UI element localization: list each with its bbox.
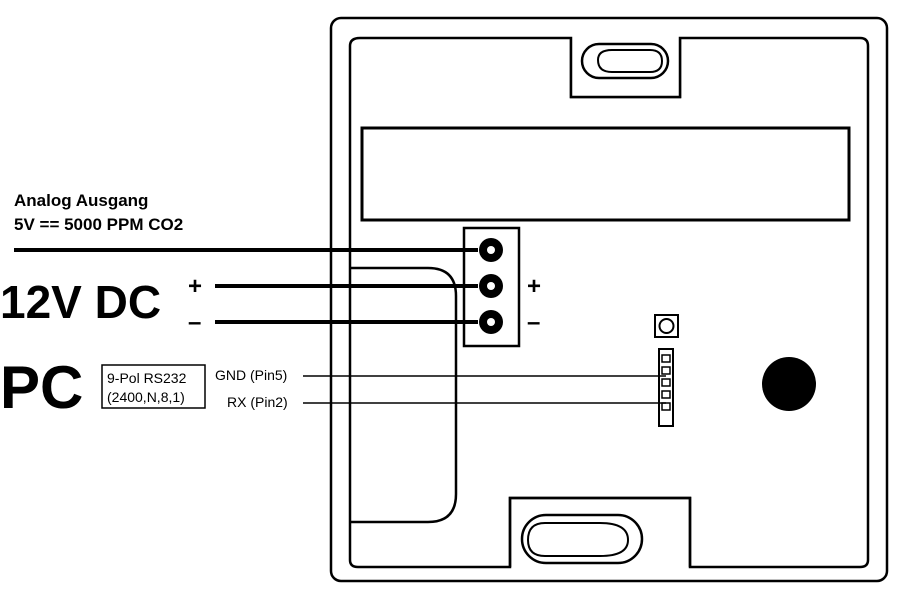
top-mount-slot-inner [596, 49, 664, 73]
bottom-mount-slot-inner [526, 522, 630, 557]
power-label: 12V DC [0, 276, 161, 328]
display-window [360, 126, 851, 222]
pc-label: PC [0, 354, 83, 421]
top-mount-notch-outline [569, 38, 682, 99]
rx-pin-label: RX (Pin2) [227, 394, 288, 410]
rs232-label: 9-Pol RS232 [107, 370, 187, 386]
rs232-box [101, 364, 206, 409]
minus-sign-left: – [188, 309, 201, 336]
bottom-mount-notch-outline [508, 496, 692, 567]
terminal-screw-plus-center [487, 282, 495, 290]
terminal-screw-minus-center [487, 318, 495, 326]
gnd-pin-label: GND (Pin5) [215, 367, 287, 383]
serial-pin-5 [661, 402, 671, 411]
sensor-hole [762, 357, 816, 411]
serial-pin-3 [661, 378, 671, 387]
housing-inner [348, 36, 870, 569]
plus-sign-left: + [188, 273, 202, 300]
top-mount-notch [571, 38, 680, 97]
top-mount-slot [580, 42, 670, 80]
terminal-screw-analog-center [487, 246, 495, 254]
small-button-ring [658, 318, 675, 334]
bottom-mount-slot [520, 513, 644, 565]
serial-pin-2 [661, 366, 671, 375]
analog-scale-label: 5V == 5000 PPM CO2 [14, 215, 183, 234]
minus-sign-right: – [527, 309, 540, 336]
plus-sign-right: + [527, 273, 541, 300]
analog-output-label: Analog Ausgang [14, 191, 148, 210]
serial-pin-4 [661, 390, 671, 399]
serial-pin-1 [661, 354, 671, 363]
cable-duct [350, 266, 458, 524]
rs232-settings-label: (2400,N,8,1) [107, 389, 185, 405]
housing-outer [329, 16, 889, 583]
